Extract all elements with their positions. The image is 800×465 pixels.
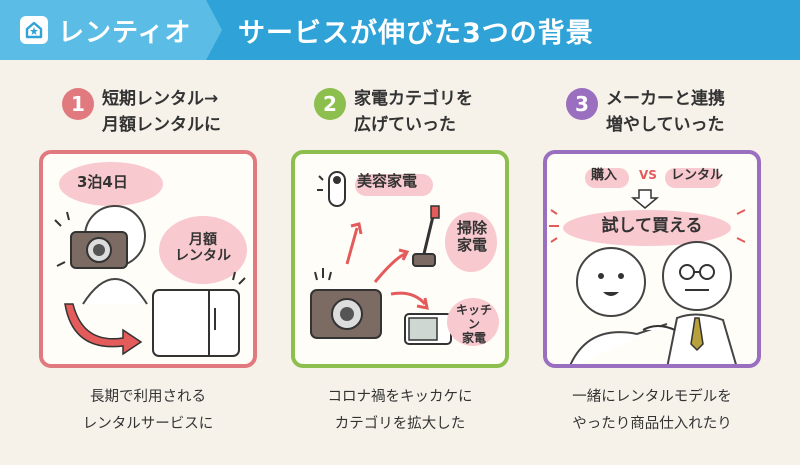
- tag-rental: レンタル: [671, 168, 724, 183]
- brand-logo-icon: [20, 16, 48, 44]
- step-1-title: 短期レンタル→ 月額レンタルに: [102, 89, 221, 135]
- step-2-caption: コロナ禍をキッカケに カテゴリを拡大した: [327, 389, 473, 432]
- step-2-illustration: 美容家電 掃除 家電 キッチン 家電: [291, 150, 509, 368]
- tag-vs: VS: [639, 168, 657, 182]
- step-3-title: メーカーと連携 増やしていった: [606, 89, 725, 135]
- step-2-number-badge: 2: [314, 88, 346, 120]
- step-1-column: 1 短期レンタル→ 月額レンタルに 3泊4日 月額: [22, 84, 274, 432]
- bubble-monthly-rental: 月額 レンタル: [175, 232, 231, 265]
- step-1-caption: 長期で利用される レンタルサービスに: [82, 389, 214, 432]
- step-2-title: 家電カテゴリを 広げていった: [354, 89, 473, 135]
- brand-name: レンティオ: [58, 17, 192, 48]
- step-1-heading: 1 短期レンタル→ 月額レンタルに: [22, 84, 274, 144]
- step-2-column: 2 家電カテゴリを 広げていった: [274, 84, 526, 432]
- label-cleaning-appliances: 掃除 家電: [456, 219, 487, 255]
- step-3-heading: 3 メーカーと連携 増やしていった: [526, 84, 778, 144]
- step-3-number-badge: 3: [566, 88, 598, 120]
- step-2-heading: 2 家電カテゴリを 広げていった: [274, 84, 526, 144]
- step-1-illustration: 3泊4日 月額 レンタル: [39, 150, 257, 368]
- bubble-short-rental: 3泊4日: [77, 173, 128, 191]
- step-3-illustration: 購入 VS レンタル 試して買える: [543, 150, 761, 368]
- brand-block: レンティオ: [0, 0, 222, 60]
- step-3-column: 3 メーカーと連携 増やしていった: [526, 84, 778, 432]
- banner-try-then-buy: 試して買える: [601, 216, 703, 236]
- step-1-number-badge: 1: [62, 88, 94, 120]
- step-3-caption: 一緒にレンタルモデルを やったり商品仕入れたり: [572, 389, 732, 432]
- page-title: サービスが伸びた3つの背景: [238, 17, 594, 49]
- label-kitchen-appliances: キッチン 家電: [455, 303, 492, 345]
- page-header: レンティオ サービスが伸びた3つの背景: [0, 0, 800, 60]
- label-beauty-appliances: 美容家電: [357, 172, 418, 190]
- tag-purchase: 購入: [591, 168, 618, 183]
